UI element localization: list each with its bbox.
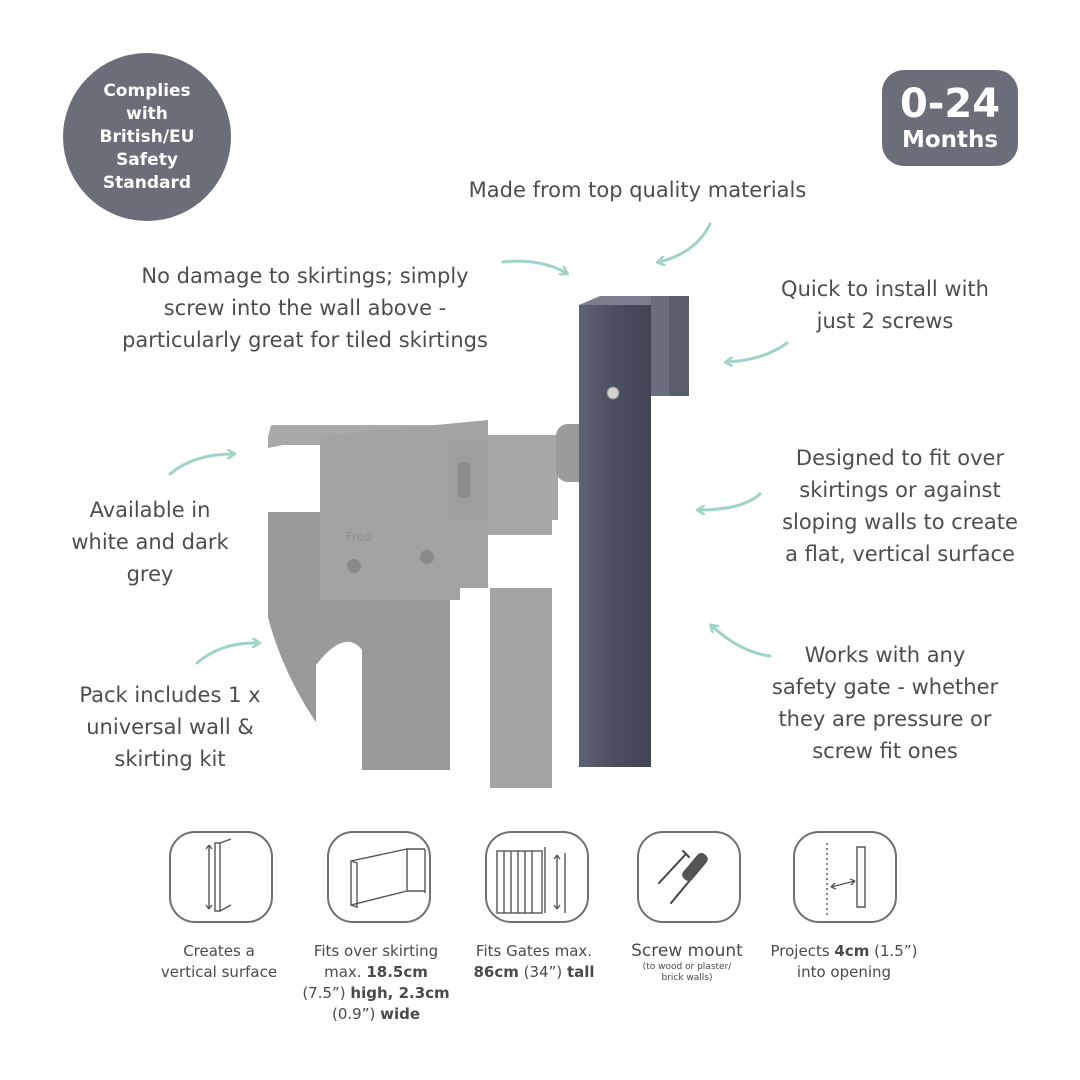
feature-icon-vertical (169, 831, 273, 923)
callout-line: Designed to fit over (795, 446, 1005, 470)
gate-bracket (320, 420, 488, 600)
age-unit: Months (901, 127, 999, 153)
callout-works: Works with any safety gate - whether the… (745, 639, 1025, 767)
callout-colors: Available in white and dark grey (50, 494, 250, 590)
screw-head (606, 386, 620, 400)
callout-line: Available in (89, 498, 211, 522)
feature-icon-gate (485, 831, 589, 923)
feature-text: vertical surface (160, 963, 278, 981)
arrow-works (712, 626, 772, 658)
callout-line: universal wall & (86, 715, 254, 739)
arrow-skirtings (501, 259, 566, 273)
gate-panel (268, 512, 450, 770)
arrow-install (727, 341, 789, 362)
callout-line: screw into the wall above - (163, 296, 447, 320)
callout-line: a flat, vertical surface (785, 542, 1015, 566)
feature-text: max. (324, 963, 367, 981)
callout-line: Quick to install with (781, 277, 989, 301)
arrow-colors (168, 454, 233, 476)
brand-mark: Fred (346, 530, 372, 544)
feature-text: (0.9”) (331, 1005, 381, 1023)
feature-text: Projects (770, 942, 835, 960)
feature-value: wide (380, 1005, 421, 1023)
feature-text: Fits over skirting (313, 942, 439, 960)
callout-line: screw fit ones (812, 739, 958, 763)
badge-line: Safety (116, 149, 178, 170)
feature-text: Fits Gates max. (475, 942, 593, 960)
feature-label-skirting: Fits over skirting max. 18.5cm (7.5”) hi… (296, 941, 456, 1025)
feature-value: 86cm (473, 963, 519, 981)
feature-note: (to wood or plaster/ (642, 962, 732, 972)
age-range-badge: 0-24 Months (882, 70, 1018, 166)
feature-icon-screw (637, 831, 741, 923)
callout-materials: Made from top quality materials (440, 174, 835, 206)
badge-line: with (126, 103, 168, 124)
callout-line: they are pressure or (778, 707, 992, 731)
callout-line: safety gate - whether (771, 675, 999, 699)
skirting-icon (350, 848, 426, 908)
feature-value: 4cm (834, 942, 870, 960)
wall-post (579, 305, 651, 767)
projection-icon (826, 843, 866, 915)
feature-text: (1.5”) (869, 942, 918, 960)
callout-line: particularly great for tiled skirtings (122, 328, 488, 352)
callout-designed: Designed to fit over skirtings or agains… (755, 442, 1045, 570)
feature-value: high, 2.3cm (350, 984, 450, 1002)
feature-icon-skirting (327, 831, 431, 923)
badge-line: British/EU (99, 126, 195, 147)
callout-skirtings: No damage to skirtings; simply screw int… (100, 260, 510, 356)
badge-line: Standard (102, 172, 192, 193)
callout-line: sloping walls to create (782, 510, 1018, 534)
arrow-materials (659, 222, 712, 262)
callout-line: just 2 screws (816, 309, 954, 333)
feature-icon-project (793, 831, 897, 923)
badge-line: Complies (103, 80, 191, 101)
arrow-designed (699, 492, 762, 510)
vertical-surface-icon (205, 838, 232, 912)
callout-line: Made from top quality materials (468, 178, 807, 202)
callout-line: skirtings or against (799, 478, 1001, 502)
feature-label-gate: Fits Gates max. 86cm (34”) tall (454, 941, 614, 983)
callout-line: white and dark (71, 530, 229, 554)
arrow-pack (195, 643, 258, 665)
feature-text: Creates a (183, 942, 255, 960)
gate-leg (490, 588, 552, 788)
callout-line: grey (126, 562, 174, 586)
screwdriver-icon (658, 850, 708, 904)
feature-label-screw: Screw mount (to wood or plaster/ brick w… (607, 941, 767, 984)
feature-value: tall (566, 963, 595, 981)
safety-standard-badge: Complies with British/EU Safety Standard (63, 53, 231, 221)
feature-value: 18.5cm (366, 963, 428, 981)
feature-text: (34”) (518, 963, 567, 981)
callout-line: skirting kit (114, 747, 226, 771)
feature-text: (7.5”) (302, 984, 351, 1002)
callout-install: Quick to install with just 2 screws (755, 273, 1015, 337)
feature-label-vertical: Creates a vertical surface (139, 941, 299, 983)
callout-pack: Pack includes 1 x universal wall & skirt… (50, 679, 290, 775)
age-range: 0-24 (899, 81, 1001, 127)
callout-line: Pack includes 1 x (79, 683, 261, 707)
feature-label-project: Projects 4cm (1.5”) into opening (764, 941, 924, 983)
callout-line: Works with any (804, 643, 966, 667)
callout-line: No damage to skirtings; simply (141, 264, 469, 288)
feature-text: Screw mount (631, 941, 743, 961)
feature-text: into opening (796, 963, 892, 981)
feature-note: brick walls) (661, 973, 713, 983)
gate-height-icon (496, 847, 566, 914)
